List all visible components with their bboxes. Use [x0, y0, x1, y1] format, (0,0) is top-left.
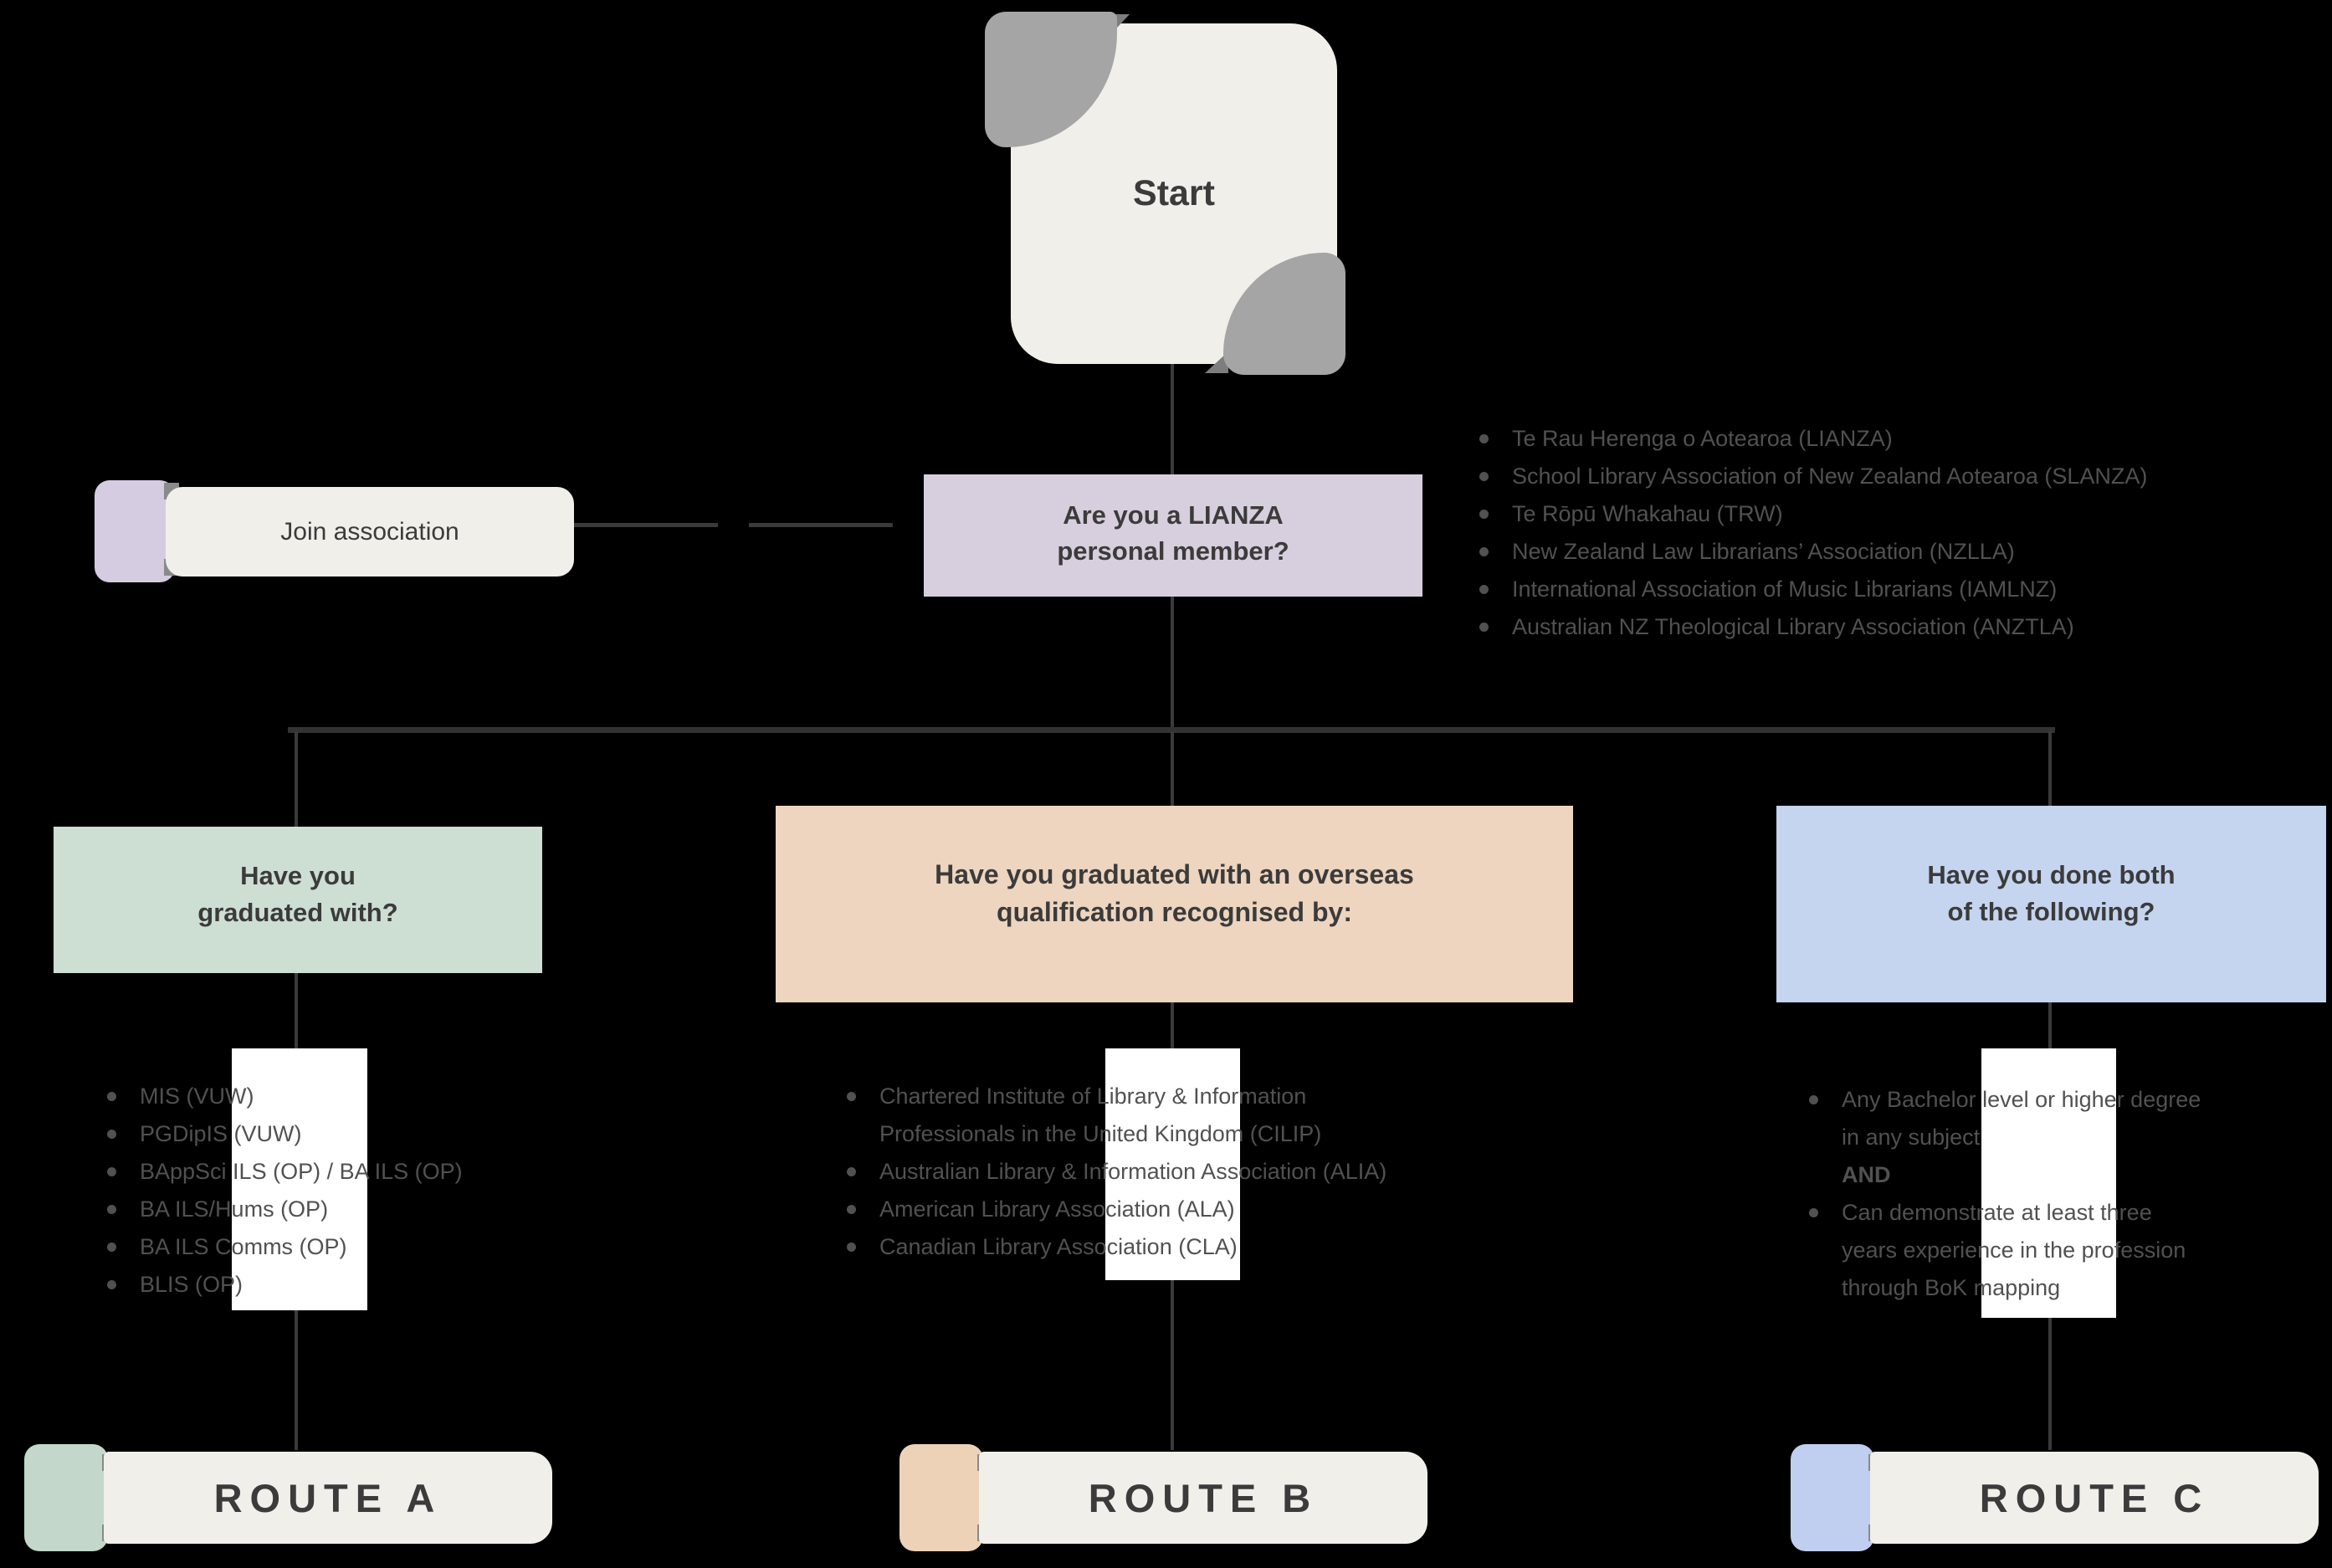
list-item: Australian NZ Theological Library Associ…: [1479, 608, 2147, 646]
list-item: Chartered Institute of Library & Informa…: [847, 1078, 1386, 1153]
white-band-b: [1105, 1048, 1240, 1280]
connector-drop-center: [1171, 731, 1174, 806]
qualification-item: BAppSci ILS (OP) / BA ILS (OP): [140, 1159, 463, 1184]
branch-c-list: Any Bachelor level or higher degree in a…: [1809, 1081, 2201, 1307]
connector-join-dashed: [574, 523, 924, 527]
association-item: Te Rau Herenga o Aotearoa (LIANZA): [1512, 426, 1893, 451]
route-c-node: ROUTE C: [1870, 1452, 2319, 1544]
connector-a-bottom: [295, 1310, 298, 1450]
connector-c-bottom: [2048, 1318, 2052, 1450]
question-node: Are you a LIANZA personal member?: [924, 474, 1422, 597]
list-item: BLIS (OP): [107, 1266, 463, 1304]
association-item: American Library Association (ALA): [879, 1196, 1235, 1222]
bullet-icon: [1479, 585, 1489, 594]
association-item: Australian NZ Theological Library Associ…: [1512, 614, 2074, 639]
branch-b-question-label: Have you graduated with an overseas qual…: [935, 858, 1414, 927]
route-b-tab: [899, 1444, 983, 1551]
branch-a-question-node: Have you graduated with?: [54, 827, 542, 973]
branch-a-question-label: Have you graduated with?: [197, 861, 398, 927]
branch-b-list: Chartered Institute of Library & Informa…: [847, 1078, 1386, 1266]
route-a-label: ROUTE A: [213, 1475, 443, 1520]
criterion-item: Can demonstrate at least three years exp…: [1842, 1200, 2186, 1300]
bullet-icon: [1479, 547, 1489, 556]
list-item: Canadian Library Association (CLA): [847, 1228, 1386, 1266]
bullet-icon: [1479, 623, 1489, 632]
route-c-label: ROUTE C: [1979, 1475, 2210, 1520]
connector-horizontal: [288, 727, 2055, 733]
connector-b-bottom: [1171, 1280, 1174, 1450]
connector-drop-left: [295, 731, 298, 827]
connector-drop-right: [2048, 731, 2052, 806]
qualification-item: MIS (VUW): [140, 1084, 254, 1109]
bullet-icon: [1479, 510, 1489, 519]
qualification-item: BA ILS/Hums (OP): [140, 1196, 329, 1222]
list-item: PGDipIS (VUW): [107, 1115, 463, 1153]
qualification-item: BA ILS Comms (OP): [140, 1234, 347, 1259]
association-list: Te Rau Herenga o Aotearoa (LIANZA) Schoo…: [1479, 420, 2147, 646]
join-association-tab: [95, 480, 175, 582]
question-label: Are you a LIANZA personal member?: [1057, 500, 1289, 566]
list-item: New Zealand Law Librarians’ Association …: [1479, 533, 2147, 571]
list-item: AND: [1809, 1156, 2201, 1194]
join-association-node: Join association: [166, 487, 574, 576]
bullet-icon: [1809, 1208, 1818, 1217]
branch-a-list: MIS (VUW) PGDipIS (VUW) BAppSci ILS (OP)…: [107, 1078, 463, 1304]
bullet-icon: [107, 1243, 116, 1252]
bullet-icon: [847, 1167, 856, 1176]
route-b-node: ROUTE B: [979, 1452, 1427, 1544]
and-connector-label: AND: [1842, 1162, 1891, 1187]
bullet-icon: [847, 1243, 856, 1252]
connector-start-to-question: [1171, 364, 1174, 474]
bullet-icon: [847, 1205, 856, 1214]
qualification-item: PGDipIS (VUW): [140, 1121, 302, 1146]
list-item: BAppSci ILS (OP) / BA ILS (OP): [107, 1153, 463, 1191]
white-band-a: [232, 1048, 367, 1310]
branch-c-question-label: Have you done both of the following?: [1927, 860, 2176, 926]
list-item: BA ILS Comms (OP): [107, 1228, 463, 1266]
qualification-item: BLIS (OP): [140, 1272, 243, 1297]
start-label: Start: [1133, 173, 1215, 213]
association-item: School Library Association of New Zealan…: [1512, 464, 2148, 489]
connector-a-top: [295, 961, 298, 1048]
association-item: Australian Library & Information Associa…: [879, 1159, 1387, 1184]
connector-c-top: [2048, 981, 2052, 1048]
white-band-c: [1981, 1048, 2116, 1318]
list-item: Te Rōpū Whakahau (TRW): [1479, 495, 2147, 533]
criterion-item: Any Bachelor level or higher degree in a…: [1842, 1087, 2201, 1150]
connector-b-top: [1171, 981, 1174, 1048]
branch-b-question-node: Have you graduated with an overseas qual…: [776, 806, 1573, 1002]
association-item: International Association of Music Libra…: [1512, 576, 2058, 602]
branch-c-question-node: Have you done both of the following?: [1776, 806, 2326, 1002]
join-association-label: Join association: [280, 517, 459, 546]
bullet-icon: [1809, 1095, 1818, 1104]
bullet-icon: [107, 1167, 116, 1176]
association-item: Chartered Institute of Library & Informa…: [879, 1084, 1322, 1146]
bullet-icon: [107, 1280, 116, 1289]
association-item: New Zealand Law Librarians’ Association …: [1512, 539, 2015, 564]
connector-question-down: [1171, 592, 1174, 730]
list-item: School Library Association of New Zealan…: [1479, 458, 2147, 495]
list-item: International Association of Music Libra…: [1479, 571, 2147, 608]
list-item: MIS (VUW): [107, 1078, 463, 1115]
bullet-icon: [107, 1205, 116, 1214]
list-item: American Library Association (ALA): [847, 1191, 1386, 1228]
route-b-label: ROUTE B: [1088, 1475, 1319, 1520]
list-item: Can demonstrate at least three years exp…: [1809, 1194, 2201, 1307]
bullet-icon: [107, 1130, 116, 1139]
bullet-icon: [1479, 472, 1489, 481]
bullet-icon: [107, 1092, 116, 1101]
list-item: Te Rau Herenga o Aotearoa (LIANZA): [1479, 420, 2147, 458]
list-item: Any Bachelor level or higher degree in a…: [1809, 1081, 2201, 1156]
list-item: BA ILS/Hums (OP): [107, 1191, 463, 1228]
list-item: Australian Library & Information Associa…: [847, 1153, 1386, 1191]
association-item: Canadian Library Association (CLA): [879, 1234, 1238, 1259]
route-a-node: ROUTE A: [104, 1452, 552, 1544]
bullet-icon: [847, 1092, 856, 1101]
route-a-tab: [24, 1444, 108, 1551]
bullet-spacer: [1809, 1171, 1818, 1180]
route-c-tab: [1791, 1444, 1874, 1551]
bullet-icon: [1479, 434, 1489, 443]
association-item: Te Rōpū Whakahau (TRW): [1512, 501, 1783, 526]
